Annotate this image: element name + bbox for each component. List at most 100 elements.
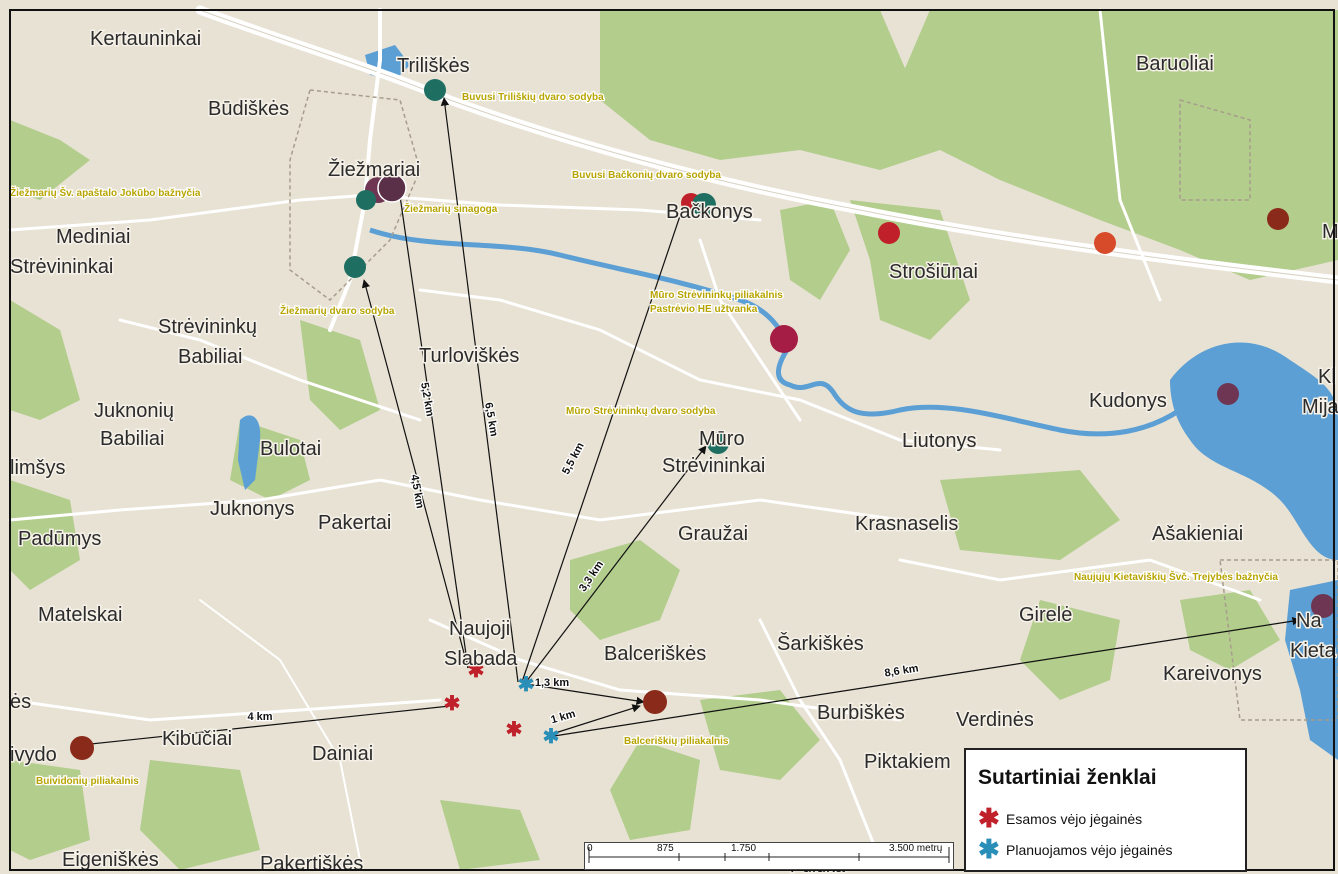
star-icon[interactable] bbox=[770, 325, 798, 353]
place-label-naujoji: Naujoji bbox=[449, 618, 510, 640]
mound-icon[interactable] bbox=[70, 736, 94, 760]
place-label-kertauninkai: Kertauninkai bbox=[90, 28, 201, 50]
existing-turbine[interactable]: ✱ bbox=[444, 693, 461, 715]
place-label-mija_edge: Mija bbox=[1302, 396, 1338, 418]
place-label-asakieniai: Ašakieniai bbox=[1152, 523, 1243, 545]
place-label-strosiunai: Strošiūnai bbox=[889, 261, 978, 283]
scale-bar: 0 875 1.750 3.500 metrų bbox=[584, 842, 954, 870]
place-label-turloviskes: Turloviškės bbox=[419, 345, 519, 367]
turbines: ✱ ✱ ✱ ✱ ✱ bbox=[444, 660, 560, 748]
place-label-streivininkai2: Strėvininkai bbox=[662, 455, 765, 477]
camp-icon[interactable] bbox=[356, 190, 376, 210]
poi-label-ziezmariu_dvaras: Žiežmarių dvaro sodyba bbox=[280, 304, 395, 317]
legend-planned: ✱ Planuojamos vėjo jėgainės bbox=[978, 836, 1173, 862]
scale-label-1750: 1.750 bbox=[731, 843, 757, 854]
manor-icon[interactable] bbox=[424, 79, 446, 101]
manor-icon[interactable] bbox=[707, 432, 729, 454]
place-label-bulotai: Bulotai bbox=[260, 438, 321, 460]
legend-existing-label: Esamos vėjo jėgainės bbox=[1006, 811, 1143, 827]
river bbox=[369, 227, 1182, 437]
mound-icon[interactable] bbox=[643, 690, 667, 714]
place-label-sarkiskes: Šarkiškės bbox=[777, 632, 864, 655]
manor-icon[interactable] bbox=[344, 256, 366, 278]
poi-icons bbox=[70, 79, 1335, 760]
planned-turbine[interactable]: ✱ bbox=[543, 726, 560, 748]
poi-label-backoniu: Buvusi Bačkonių dvaro sodyba bbox=[572, 170, 721, 181]
place-label-baruoliai: Baruoliai bbox=[1136, 53, 1214, 75]
place-label-m_edge: M bbox=[1322, 221, 1338, 243]
manor-icon[interactable] bbox=[692, 193, 716, 217]
place-label-kudonys: Kudonys bbox=[1089, 390, 1167, 412]
place-label-ivydo: ivydo bbox=[10, 744, 57, 766]
church-icon[interactable] bbox=[1311, 594, 1335, 618]
place-label-juknonys: Juknonys bbox=[210, 498, 295, 520]
place-label-limsys: limšys bbox=[10, 457, 66, 479]
scale-label-0: 0 bbox=[587, 843, 593, 854]
synagogue-icon[interactable] bbox=[377, 173, 407, 203]
place-label-kareivonys: Kareivonys bbox=[1163, 663, 1262, 685]
place-label-streivininku: Strėvininkų bbox=[158, 316, 257, 338]
restaurant-icon[interactable] bbox=[878, 222, 900, 244]
place-label-streivininkai1: Strėvininkai bbox=[10, 256, 113, 278]
place-label-pakertai: Pakertai bbox=[318, 512, 391, 534]
poi-label-naujuju_kiet: Naujųjų Kietaviškių Švč. Trejybės bažnyč… bbox=[1074, 570, 1278, 583]
legend-planned-label: Planuojamos vėjo jėgainės bbox=[1006, 842, 1173, 858]
place-label-eigeniskes: Eigeniškės bbox=[62, 849, 159, 871]
planned-turbine-icon: ✱ bbox=[978, 834, 1000, 864]
place-label-liutonys: Liutonys bbox=[902, 430, 977, 452]
place-label-mediniai: Mediniai bbox=[56, 226, 130, 248]
legend-existing: ✱ Esamos vėjo jėgainės bbox=[978, 805, 1143, 831]
place-label-babiliai2: Babiliai bbox=[100, 428, 164, 450]
place-label-es_edge: ės bbox=[10, 691, 31, 713]
place-label-slabada: Slabada bbox=[444, 648, 518, 670]
forest-areas bbox=[10, 10, 1338, 870]
place-label-muro: Mūro bbox=[699, 428, 745, 450]
poi-label-buividoniu: Buividonių piliakalnis bbox=[36, 776, 139, 787]
distance-lines bbox=[71, 97, 1301, 750]
road-network bbox=[8, 5, 1338, 862]
place-label-kibuciai: Kibučiai bbox=[162, 728, 232, 750]
mound-icon[interactable] bbox=[1267, 208, 1289, 230]
existing-turbine[interactable]: ✱ bbox=[506, 719, 523, 741]
place-label-padumys: Padūmys bbox=[18, 528, 101, 550]
place-label-kl_edge: Kl bbox=[1318, 366, 1336, 388]
place-label-pakertiskes: Pakertiškės bbox=[260, 853, 363, 874]
place-label-balceriskes: Balceriškės bbox=[604, 643, 706, 665]
place-label-grauzai: Graužai bbox=[678, 523, 748, 545]
water-bodies bbox=[238, 45, 1338, 760]
distance-label-d8: 4 km bbox=[247, 711, 272, 723]
distance-label-d6: 1,3 km bbox=[535, 677, 569, 689]
bus-icon[interactable] bbox=[1217, 383, 1239, 405]
legend-title: Sutartiniai ženklai bbox=[978, 766, 1157, 789]
poi-label-muro_piliakalnis: Mūro Strėvininkų piliakalnis bbox=[650, 290, 783, 301]
poi-label-bazn: Žiežmarių Šv. apaštalo Jokūbo bažnyčia bbox=[10, 186, 201, 199]
place-label-budiskes: Būdiškės bbox=[208, 98, 289, 120]
place-label-baconys: Bačkonys bbox=[666, 201, 753, 223]
scale-label-875: 875 bbox=[657, 843, 674, 854]
place-label-piktakiem: Piktakiem bbox=[864, 751, 951, 773]
planned-turbine[interactable]: ✱ bbox=[518, 674, 535, 696]
existing-turbine-icon: ✱ bbox=[978, 803, 1000, 833]
place-label-ziezmariai: Žiežmariai bbox=[328, 158, 420, 181]
poi-label-sinagoga: Žiežmarių sinagoga bbox=[404, 202, 498, 215]
poi-label-pastrevio: Pastrėvio HE užtvanka bbox=[650, 304, 758, 315]
poi-label-triliskiu_dvaras: Buvusi Triliškių dvaro sodyba bbox=[462, 92, 604, 103]
boat-icon[interactable] bbox=[1094, 232, 1116, 254]
scale-label-3500: 3.500 metrų bbox=[889, 843, 943, 854]
existing-turbine[interactable]: ✱ bbox=[468, 660, 485, 682]
place-label-matelskai: Matelskai bbox=[38, 604, 122, 626]
place-label-krasnaselis: Krasnaselis bbox=[855, 513, 958, 535]
legend: Sutartiniai ženklai ✱ Esamos vėjo jėgain… bbox=[964, 748, 1247, 872]
place-label-juknoniu: Juknonių bbox=[94, 400, 174, 422]
place-label-verdines: Verdinės bbox=[956, 709, 1034, 731]
poi-label-balceriskiu: Balceriškių piliakalnis bbox=[624, 736, 729, 747]
place-label-babiliai1: Babiliai bbox=[178, 346, 242, 368]
place-label-na_edge: Na bbox=[1296, 610, 1322, 632]
place-label-girele: Girelė bbox=[1019, 604, 1072, 626]
place-label-kieta_edge: Kieta bbox=[1290, 640, 1336, 662]
place-label-triliskes: Triliškės bbox=[397, 55, 470, 77]
place-label-burbiskes: Burbiškės bbox=[817, 702, 905, 724]
